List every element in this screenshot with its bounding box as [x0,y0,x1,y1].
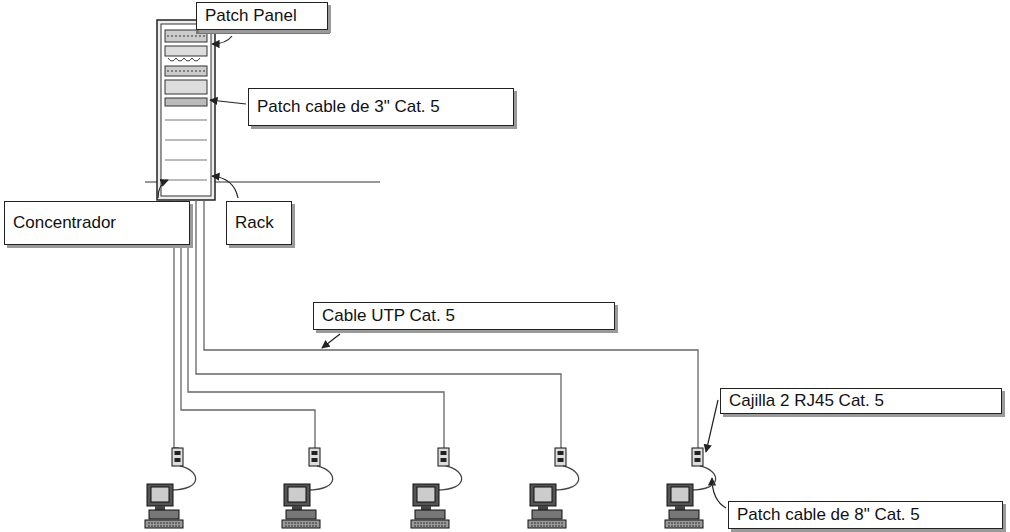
callout-text: Concentrador [13,213,116,233]
callout-box: Rack [226,201,292,245]
callout-text: Patch Panel [205,6,297,26]
patch-cords [170,466,716,490]
callout-text: Cajilla 2 RJ45 Cat. 5 [729,391,884,411]
callout-text: Cable UTP Cat. 5 [322,306,455,326]
callout-text: Rack [235,213,274,233]
callout-box: Cajilla 2 RJ45 Cat. 5 [720,388,1002,414]
callout-box: Patch cable de 3" Cat. 5 [248,88,514,126]
callout-box: Concentrador [4,201,190,245]
callout-text: Patch cable de 3" Cat. 5 [257,97,440,117]
callout-box: Cable UTP Cat. 5 [313,302,615,330]
callout-box: Patch cable de 8" Cat. 5 [728,501,1003,529]
callout-box: Patch Panel [196,2,328,30]
utp-cables [174,200,698,452]
callout-text: Patch cable de 8" Cat. 5 [737,505,920,525]
rack-cabinet [157,20,215,200]
